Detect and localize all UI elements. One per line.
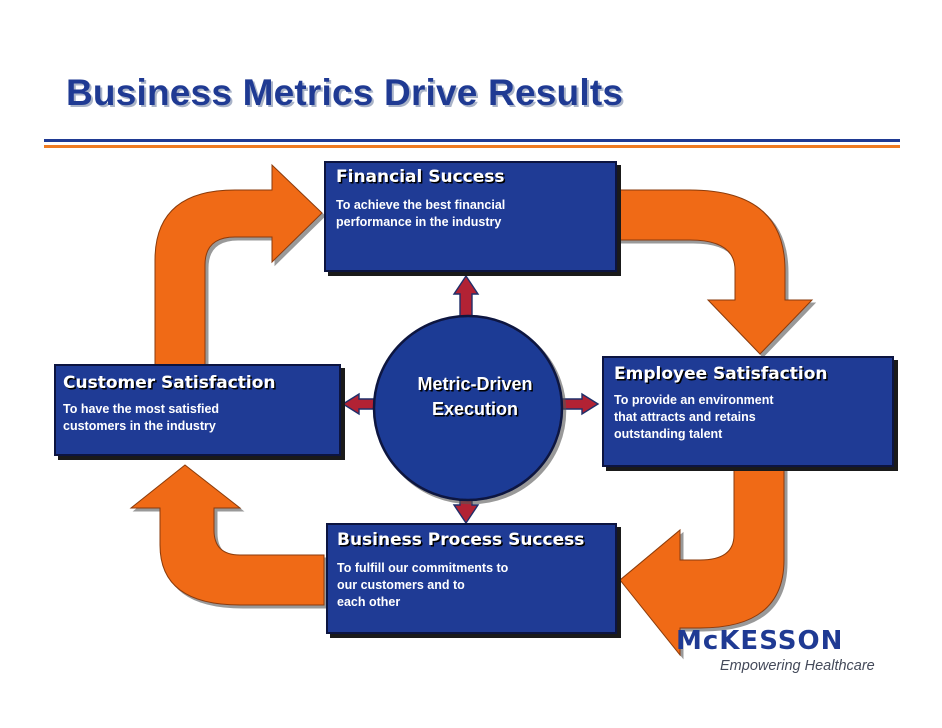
employee-satisfaction-description: To provide an environment that attracts … xyxy=(614,393,774,441)
employee-satisfaction-heading: Employee Satisfaction xyxy=(614,364,828,384)
title-rule-blue xyxy=(44,139,900,142)
financial-success-box: Financial Success To achieve the best fi… xyxy=(324,161,617,272)
mckesson-logo: McKESSON Empowering Healthcare xyxy=(676,626,876,678)
business-process-success-box: Business Process Success To fulfill our … xyxy=(326,523,617,634)
financial-success-heading: Financial Success xyxy=(336,167,505,187)
cycle-arrow-icon xyxy=(617,189,814,355)
double-headed-arrow-icon xyxy=(452,274,480,319)
title-rule-orange xyxy=(44,145,900,148)
center-circle xyxy=(372,314,564,502)
customer-satisfaction-description: To have the most satisfied customers in … xyxy=(63,402,220,433)
cycle-arrow-icon xyxy=(619,467,785,657)
page-title: Business Metrics Drive Results xyxy=(66,72,624,113)
logo-wordmark: McKESSON xyxy=(676,626,844,656)
logo-tagline: Empowering Healthcare xyxy=(720,658,875,674)
business-process-success-description: To fulfill our commitments to our custom… xyxy=(337,561,509,609)
customer-satisfaction-heading: Customer Satisfaction xyxy=(63,373,276,393)
cycle-arrow-icon xyxy=(129,464,325,606)
cycle-arrow-icon xyxy=(154,163,323,366)
center-label: Metric-Driven Execution xyxy=(417,374,533,419)
employee-satisfaction-box: Employee Satisfaction To provide an envi… xyxy=(602,356,894,467)
business-process-success-heading: Business Process Success xyxy=(337,530,585,550)
customer-satisfaction-box: Customer Satisfaction To have the most s… xyxy=(54,364,341,456)
financial-success-description: To achieve the best financial performanc… xyxy=(336,198,506,229)
double-headed-arrow-icon xyxy=(341,392,377,416)
